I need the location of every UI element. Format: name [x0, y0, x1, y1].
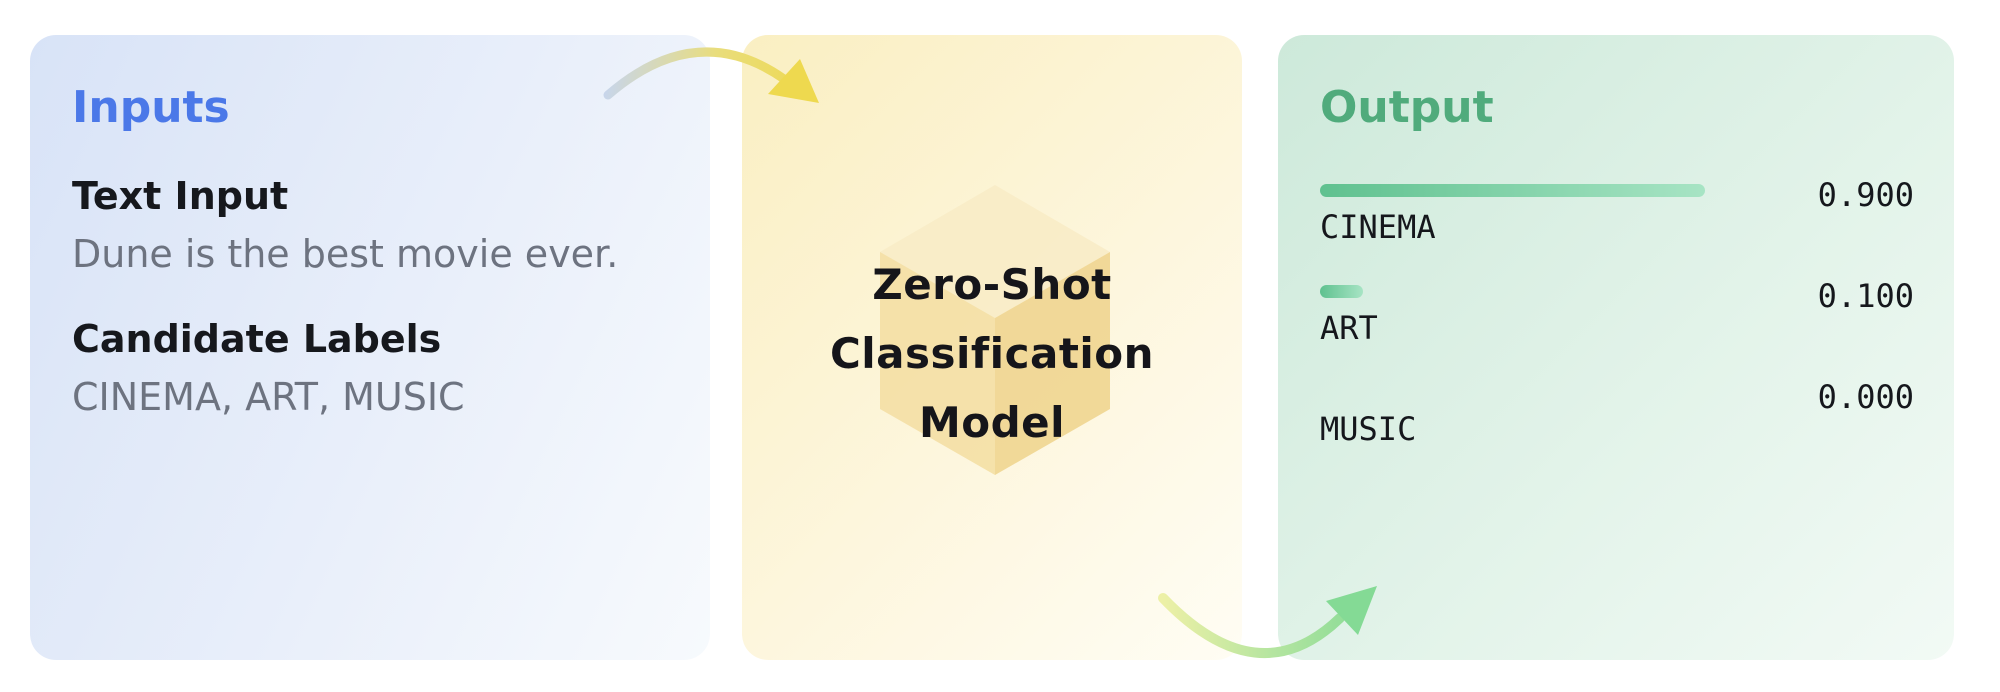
score-bar-track — [1320, 386, 1748, 399]
inputs-panel: Inputs Text Input Dune is the best movie… — [30, 35, 710, 660]
result-score: 0.900 — [1817, 176, 1914, 214]
model-title-line-1: Zero-Shot — [872, 260, 1112, 309]
output-panel: Output CINEMA 0.900 ART 0.100 MUSIC 0.00… — [1278, 35, 1954, 660]
score-bar-track — [1320, 184, 1748, 197]
candidate-labels-label: Candidate Labels — [72, 317, 442, 361]
model-title: Zero-Shot Classification Model — [742, 250, 1242, 457]
result-row-music: MUSIC 0.000 — [1320, 378, 1914, 446]
result-label: MUSIC — [1320, 410, 1417, 448]
result-row-art: ART 0.100 — [1320, 277, 1914, 345]
result-label: CINEMA — [1320, 208, 1436, 246]
result-score: 0.000 — [1817, 378, 1914, 416]
text-input-label: Text Input — [72, 174, 289, 218]
model-panel: Zero-Shot Classification Model — [742, 35, 1242, 660]
model-title-line-2: Classification — [829, 329, 1155, 378]
result-label: ART — [1320, 309, 1378, 347]
output-title: Output — [1320, 82, 1494, 133]
candidate-labels-field: Candidate Labels CINEMA, ART, MUSIC — [72, 315, 668, 421]
score-bar — [1320, 184, 1706, 197]
model-title-line-3: Model — [918, 398, 1066, 447]
score-bar — [1320, 285, 1363, 298]
inputs-title: Inputs — [72, 82, 230, 133]
candidate-labels-value: CINEMA, ART, MUSIC — [72, 375, 465, 419]
cube-icon — [880, 185, 1110, 475]
text-input-field: Text Input Dune is the best movie ever. — [72, 172, 668, 278]
score-bar-track — [1320, 285, 1748, 298]
result-score: 0.100 — [1817, 277, 1914, 315]
text-input-value: Dune is the best movie ever. — [72, 232, 619, 276]
result-row-cinema: CINEMA 0.900 — [1320, 176, 1914, 244]
